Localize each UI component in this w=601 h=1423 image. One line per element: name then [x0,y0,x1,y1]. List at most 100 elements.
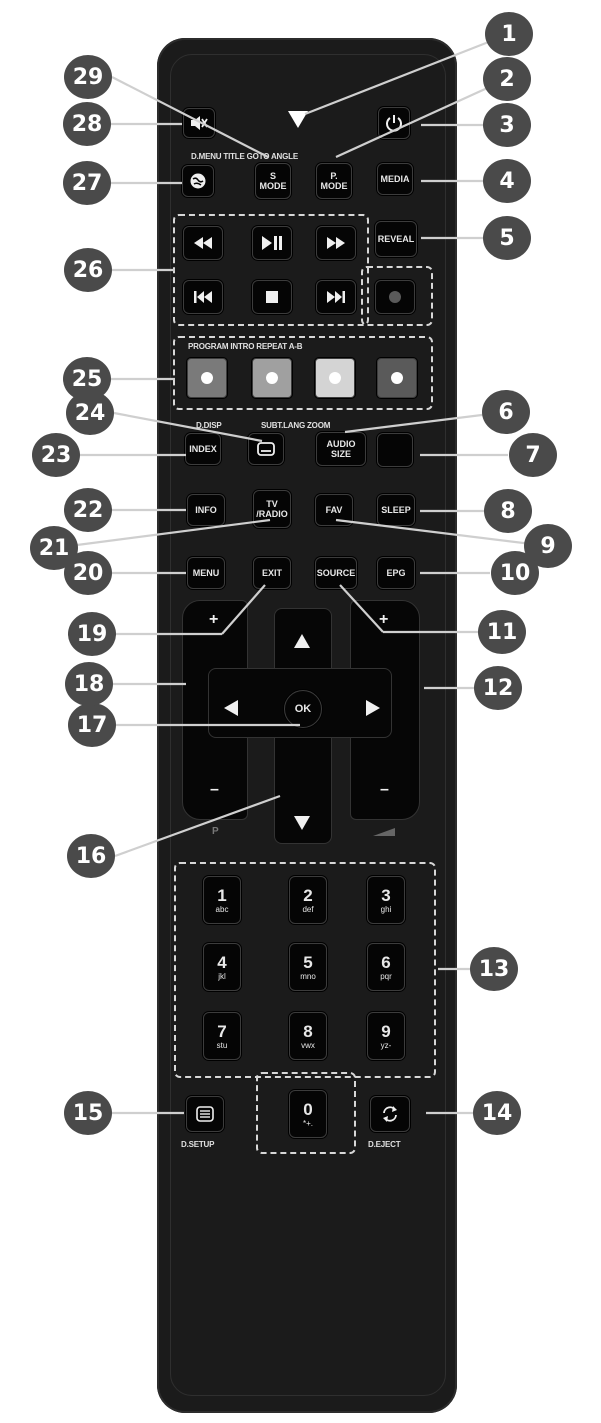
callout-12: 12 [474,666,522,710]
index-button[interactable]: INDEX [185,433,221,465]
info-button[interactable]: INFO [187,494,225,526]
source-button[interactable]: SOURCE [315,557,357,589]
number-button-letters: yz- [380,1040,392,1050]
tv-radio-button[interactable]: TV /RADIO [253,490,291,528]
number-button-letters: pqr [380,971,392,981]
number-button-letters: abc [215,904,229,914]
sleep-button[interactable]: SLEEP [377,494,415,526]
red-button-dot [201,372,213,384]
swap-icon [383,1106,397,1122]
callout-26: 26 [64,248,112,292]
callout-29: 29 [64,55,112,99]
p-mode-line1: P. [330,171,338,181]
yellow-button[interactable] [315,358,355,398]
fast-forward-icon [327,237,345,249]
teletext-button[interactable] [186,1096,224,1132]
p-mode-line2: MODE [320,181,348,191]
epg-button[interactable]: EPG [377,557,415,589]
number-button-digit: 8 [303,1021,313,1041]
program-up-label: + [209,611,219,628]
fav-button[interactable]: FAV [315,494,353,526]
number-button-letters: ghi [380,904,392,914]
epg-label: EPG [386,568,406,578]
dpad-down-button[interactable] [294,816,310,830]
number-button-letters: *+. [302,1118,313,1128]
blue-button[interactable] [377,358,417,398]
callout-1: 1 [485,12,533,56]
green-button[interactable] [252,358,292,398]
stop-button[interactable] [252,280,292,314]
callout-7: 7 [509,433,557,477]
number-button-0[interactable]: 0*+. [289,1090,327,1138]
play-pause-button[interactable] [252,226,292,260]
tv-radio-line1: TV [266,499,278,509]
dpad-right-button[interactable] [366,700,380,716]
number-button-digit: 1 [217,885,227,905]
swap-button[interactable] [370,1096,410,1132]
reveal-button[interactable]: REVEAL [375,221,417,257]
source-label: SOURCE [316,568,356,578]
language-button[interactable] [182,165,214,197]
number-button-letters: def [302,904,314,914]
audio-size-button[interactable]: AUDIO SIZE [316,432,366,466]
dpad-up-button[interactable] [294,634,310,648]
next-button[interactable] [316,280,356,314]
s-mode-line2: MODE [259,181,287,191]
number-button-letters: mno [300,971,316,981]
program-down-label: – [210,781,219,798]
color-function-labels: PROGRAM INTRO REPEAT A-B [188,342,303,351]
volume-level-icon [373,828,395,836]
ok-label: OK [294,703,312,715]
number-button-digit: 9 [381,1021,391,1041]
blank-button[interactable] [377,433,413,467]
menu-button[interactable]: MENU [187,557,225,589]
callout-23: 23 [32,433,80,477]
callout-27: 27 [63,161,111,205]
sleep-label: SLEEP [381,505,411,515]
callout-8: 8 [484,489,532,533]
dpad-left-button[interactable] [224,700,238,716]
exit-button[interactable]: EXIT [253,557,291,589]
info-label: INFO [195,505,217,515]
yellow-button-dot [329,372,341,384]
fast-forward-button[interactable] [316,226,356,260]
previous-button[interactable] [183,280,223,314]
mute-icon [191,116,208,130]
subtitle-button[interactable] [248,433,284,465]
ok-button[interactable]: OK [284,690,322,728]
p-mode-button[interactable]: P. MODE [316,163,352,199]
power-icon [386,115,402,132]
red-button[interactable] [187,358,227,398]
rewind-button[interactable] [183,226,223,260]
d-disp-label: D.DISP [196,421,222,430]
index-label: INDEX [189,444,217,454]
callout-25: 25 [63,357,111,401]
callout-2: 2 [483,57,531,101]
mute-button[interactable] [183,108,215,138]
number-button-digit: 4 [217,952,227,972]
record-button[interactable] [375,280,415,314]
s-mode-button[interactable]: S MODE [255,163,291,199]
ir-indicator-icon [288,111,308,128]
menu-label: MENU [192,568,220,578]
program-label: P [212,826,219,837]
power-button[interactable] [378,107,410,139]
number-button-digit: 3 [381,885,391,905]
media-button[interactable]: MEDIA [377,163,413,195]
callout-3: 3 [483,103,531,147]
callout-21: 21 [30,526,78,570]
volume-up-label: + [379,611,389,628]
callout-10: 10 [491,551,539,595]
play-pause-icon [262,236,282,250]
d-eject-label: D.EJECT [368,1140,401,1149]
